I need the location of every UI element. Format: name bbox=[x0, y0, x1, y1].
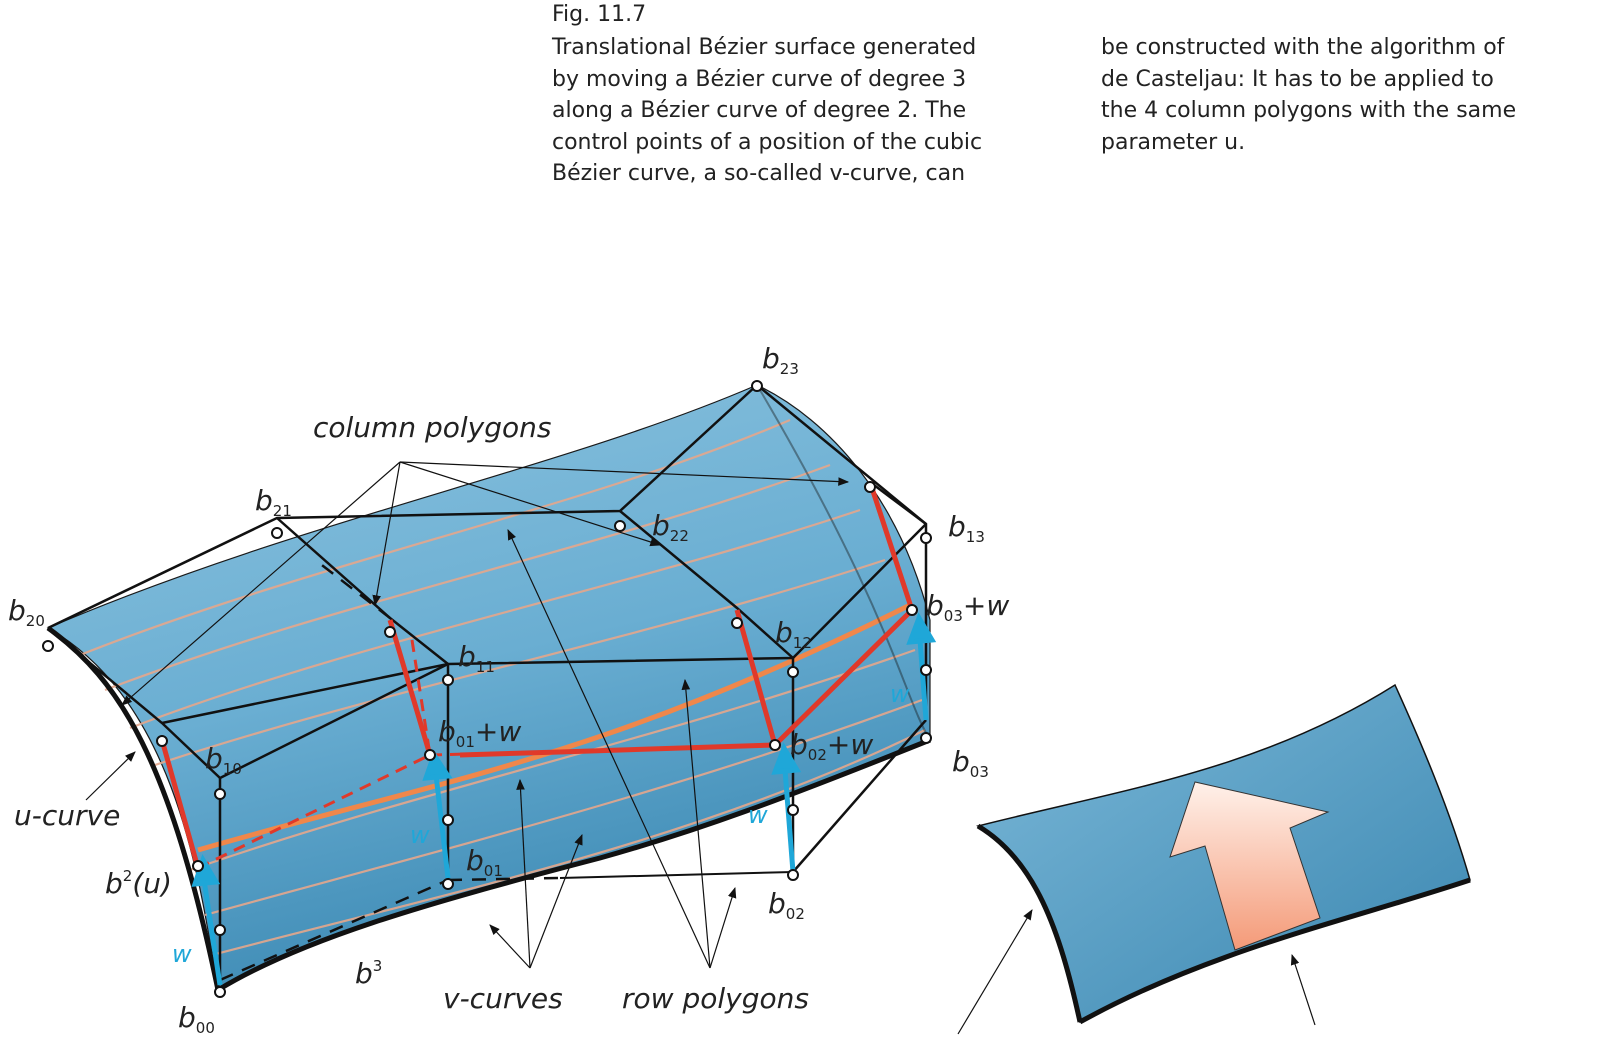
caption-line: Translational Bézier surface generated bbox=[552, 35, 977, 60]
caption-line: parameter u. bbox=[1101, 129, 1246, 155]
annotation-arrows bbox=[85, 461, 850, 969]
v-curves-light bbox=[79, 418, 926, 957]
label-b22: b22 bbox=[652, 509, 689, 545]
translation-arrow bbox=[1169, 781, 1330, 951]
label-b00: b00 bbox=[178, 1001, 215, 1037]
label-b3: b3 bbox=[355, 957, 382, 990]
label-column-polygons: column polygons bbox=[313, 411, 551, 444]
caption-line: along a Bézier curve of degree 2. The bbox=[552, 98, 967, 123]
hidden-polygon-edges bbox=[219, 561, 561, 982]
label-w: w bbox=[890, 680, 910, 708]
figure-number: Fig. 11.7 bbox=[552, 2, 647, 27]
control-points bbox=[42, 380, 932, 998]
small-surface-edge bbox=[976, 823, 1083, 1023]
label-row-polygons: row polygons bbox=[622, 982, 809, 1015]
caption-column-2: be constructed with the algorithm of de … bbox=[1101, 32, 1581, 158]
small-surface-edge bbox=[1078, 877, 1471, 1025]
b3-curve-boundary bbox=[216, 737, 931, 993]
caption-line: the 4 column polygons with the same bbox=[1101, 98, 1517, 123]
label-b03: b03 bbox=[952, 745, 989, 781]
label-b12: b12 bbox=[775, 616, 812, 652]
b03-u-curve bbox=[756, 384, 931, 741]
label-w: w bbox=[410, 821, 430, 849]
v-curve-highlight bbox=[197, 602, 912, 853]
red-control-polygon bbox=[159, 481, 915, 869]
label-b23: b23 bbox=[762, 342, 799, 378]
label-b02w: b02+w bbox=[790, 728, 873, 764]
point-labels: b00 b01 b02 b03 b10 b11 b12 b13 b20 b21 … bbox=[8, 342, 1009, 1037]
label-b03w: b03+w bbox=[926, 589, 1009, 625]
label-v-curves: v-curves bbox=[443, 982, 563, 1015]
caption-line: de Casteljau: It has to be applied to bbox=[1101, 66, 1494, 92]
caption-column-1: Translational Bézier surface generated b… bbox=[552, 32, 1052, 190]
caption-line: Bézier curve, a so-called v-curve, can bbox=[552, 161, 966, 186]
caption-line: be constructed with the algorithm of bbox=[1101, 35, 1505, 60]
label-u-curve: u-curve bbox=[14, 799, 120, 832]
translation-vectors bbox=[191, 612, 937, 986]
label-b21: b21 bbox=[255, 484, 292, 520]
caption-line: by moving a Bézier curve of degree 3 bbox=[552, 66, 967, 92]
caption-line: control points of a position of the cubi… bbox=[552, 129, 983, 155]
label-b13: b13 bbox=[948, 510, 985, 546]
label-b10: b10 bbox=[205, 742, 242, 778]
label-w: w bbox=[748, 801, 768, 829]
label-b20: b20 bbox=[8, 594, 45, 630]
label-w: w bbox=[172, 940, 192, 968]
label-b01w: b01+w bbox=[438, 715, 521, 751]
label-b2u: b2(u) bbox=[105, 867, 172, 900]
row-polygon-bottom bbox=[559, 871, 794, 879]
label-b11: b11 bbox=[458, 640, 495, 676]
label-b01: b01 bbox=[466, 844, 503, 880]
small-annotation-arrows bbox=[957, 909, 1316, 1035]
red-control-polygon-hidden bbox=[197, 639, 546, 870]
label-b02: b02 bbox=[768, 887, 805, 923]
